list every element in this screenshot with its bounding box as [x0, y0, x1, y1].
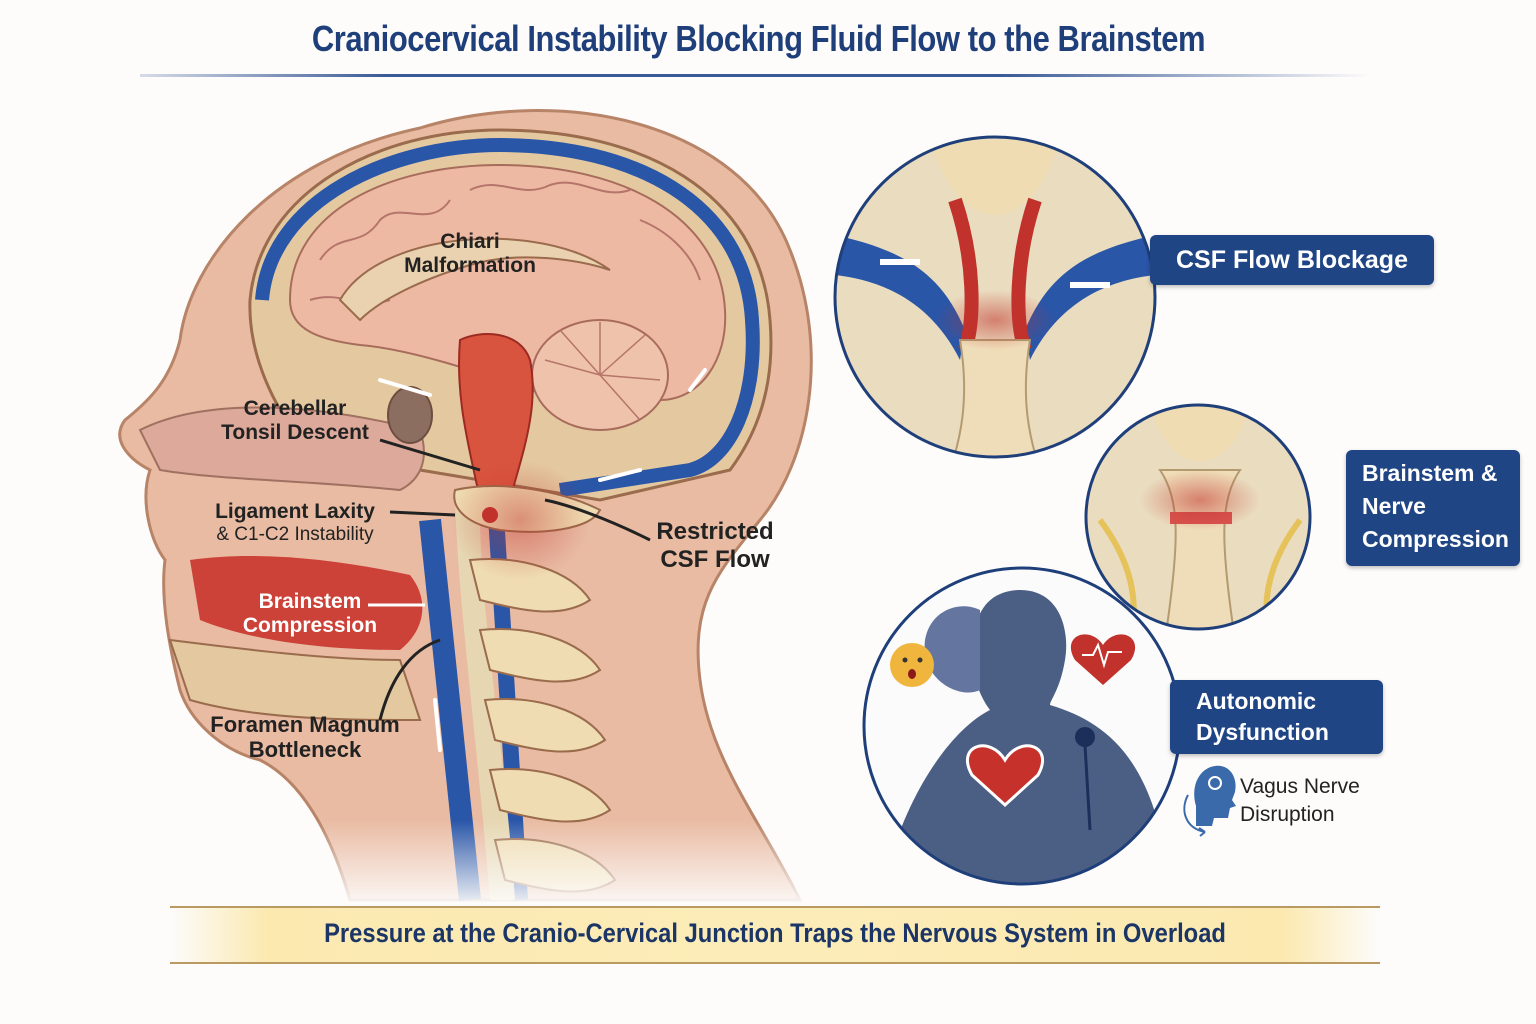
- label-line: CSF Flow: [660, 545, 770, 573]
- head-gear-icon: [1183, 765, 1236, 837]
- summary-banner: Pressure at the Cranio-Cervical Junction…: [170, 906, 1380, 964]
- heart-icon: [965, 744, 1045, 808]
- callout-text: CSF Flow Blockage: [1176, 246, 1408, 274]
- pointer-foramen: [378, 638, 441, 721]
- callout-csf-flow-blockage: CSF Flow Blockage: [1150, 235, 1434, 285]
- stressed-face-icon: [890, 643, 934, 687]
- pointer-tonsil: [379, 438, 481, 472]
- callout-text: Compression: [1362, 526, 1509, 552]
- label-foramen-magnum: Foramen Magnum Bottleneck: [190, 712, 420, 763]
- brainstem: [458, 333, 534, 501]
- label-line: Malformation: [404, 254, 536, 278]
- csf-channel: [255, 137, 760, 497]
- label-line: Ligament Laxity: [215, 500, 375, 523]
- callout-autonomic-dysfunction: Autonomic Dysfunction: [1170, 680, 1383, 754]
- callout-brainstem-nerve-compression: Brainstem & Nerve Compression: [1346, 450, 1520, 566]
- label-line: Compression: [242, 614, 378, 638]
- page-title: Craniocervical Instability Blocking Flui…: [311, 18, 1206, 59]
- label-cerebellar-tonsil-descent: Cerebellar Tonsil Descent: [210, 397, 380, 445]
- label-line: Bottleneck: [248, 737, 362, 763]
- label-chiari-malformation: Chiari Malformation: [390, 230, 550, 278]
- label-line: Disruption: [1240, 803, 1335, 827]
- inset-frame-2: [1084, 403, 1312, 631]
- inset-brainstem-compression-image: [1086, 405, 1310, 629]
- callout-text: Brainstem &: [1362, 460, 1498, 486]
- label-line: Vagus Nerve: [1240, 775, 1360, 798]
- label-brainstem-compression: Brainstem Compression: [230, 590, 390, 638]
- pointer-ligament: [389, 510, 456, 517]
- head-cross-section: [118, 109, 820, 910]
- label-line: & C1-C2 Instability: [216, 524, 374, 546]
- label-ligament-laxity: Ligament Laxity & C1-C2 Instability: [200, 500, 390, 546]
- raised-hand: [924, 606, 980, 693]
- oral-region: [190, 555, 423, 650]
- label-line: Chiari: [440, 230, 500, 253]
- label-line: Tonsil Descent: [221, 421, 369, 445]
- label-vagus-nerve-disruption: Vagus Nerve Disruption: [1240, 773, 1360, 830]
- label-line: Brainstem: [258, 590, 362, 613]
- label-restricted-csf-flow: Restricted CSF Flow: [650, 518, 780, 573]
- label-line: Foramen Magnum: [210, 712, 400, 737]
- title-divider: [140, 74, 1370, 77]
- callout-text: Autonomic: [1196, 688, 1317, 714]
- corpus-callosum: [338, 237, 611, 322]
- jaw: [168, 638, 422, 722]
- inset-frame-1: [833, 135, 1157, 459]
- summary-banner-text: Pressure at the Cranio-Cervical Junction…: [324, 918, 1226, 948]
- label-line: Restricted: [656, 518, 774, 545]
- inset-csf-blockage-image: [835, 137, 1155, 457]
- inset-autonomic-image: [864, 568, 1180, 884]
- label-line: Cerebellar: [243, 397, 347, 420]
- callout-text: Dysfunction: [1196, 719, 1329, 745]
- callout-text: Nerve: [1362, 493, 1426, 519]
- pointer-restricted: [544, 498, 651, 542]
- vagus-nerve-figure: [1075, 727, 1095, 831]
- nasal-cavity: [138, 406, 425, 492]
